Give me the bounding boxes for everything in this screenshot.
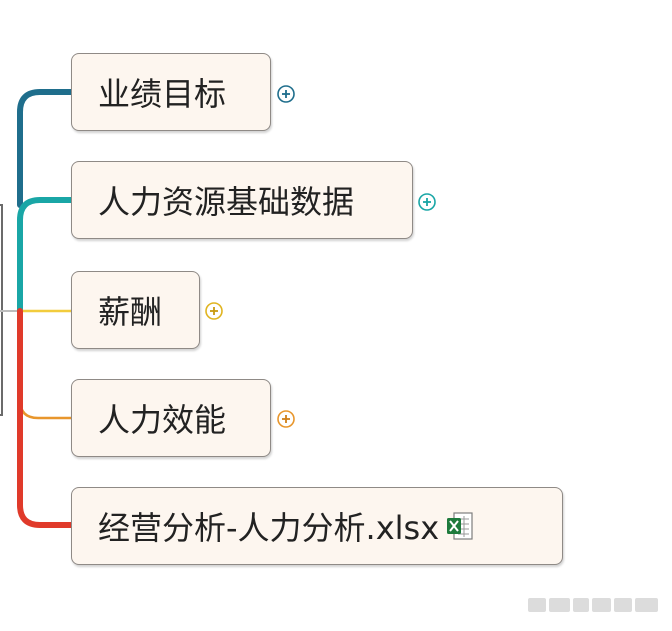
topic-hr-base-data[interactable]: 人力资源基础数据 <box>71 161 413 239</box>
topic-label: 经营分析-人力分析.xlsx <box>98 509 440 547</box>
watermark <box>528 598 658 614</box>
topic-compensation[interactable]: 薪酬 <box>71 271 200 349</box>
plus-circle-icon[interactable] <box>417 192 437 212</box>
topic-performance-goals[interactable]: 业绩目标 <box>71 53 271 131</box>
topic-label: 业绩目标 <box>98 75 227 113</box>
topic-business-analysis-file[interactable]: 经营分析-人力分析.xlsx <box>71 487 563 565</box>
connector-branch-1 <box>17 89 75 208</box>
topic-label: 薪酬 <box>98 293 163 331</box>
topic-label: 人力资源基础数据 <box>98 183 355 221</box>
topic-hr-efficiency[interactable]: 人力效能 <box>71 379 271 457</box>
excel-file-icon[interactable] <box>445 510 475 542</box>
plus-circle-icon[interactable] <box>276 84 296 104</box>
connector-branch-2 <box>17 197 75 314</box>
connector-branch-5 <box>17 308 75 528</box>
plus-circle-icon[interactable] <box>204 301 224 321</box>
plus-circle-icon[interactable] <box>276 409 296 429</box>
topic-label: 人力效能 <box>98 401 227 439</box>
connector-branch-4 <box>18 399 72 420</box>
